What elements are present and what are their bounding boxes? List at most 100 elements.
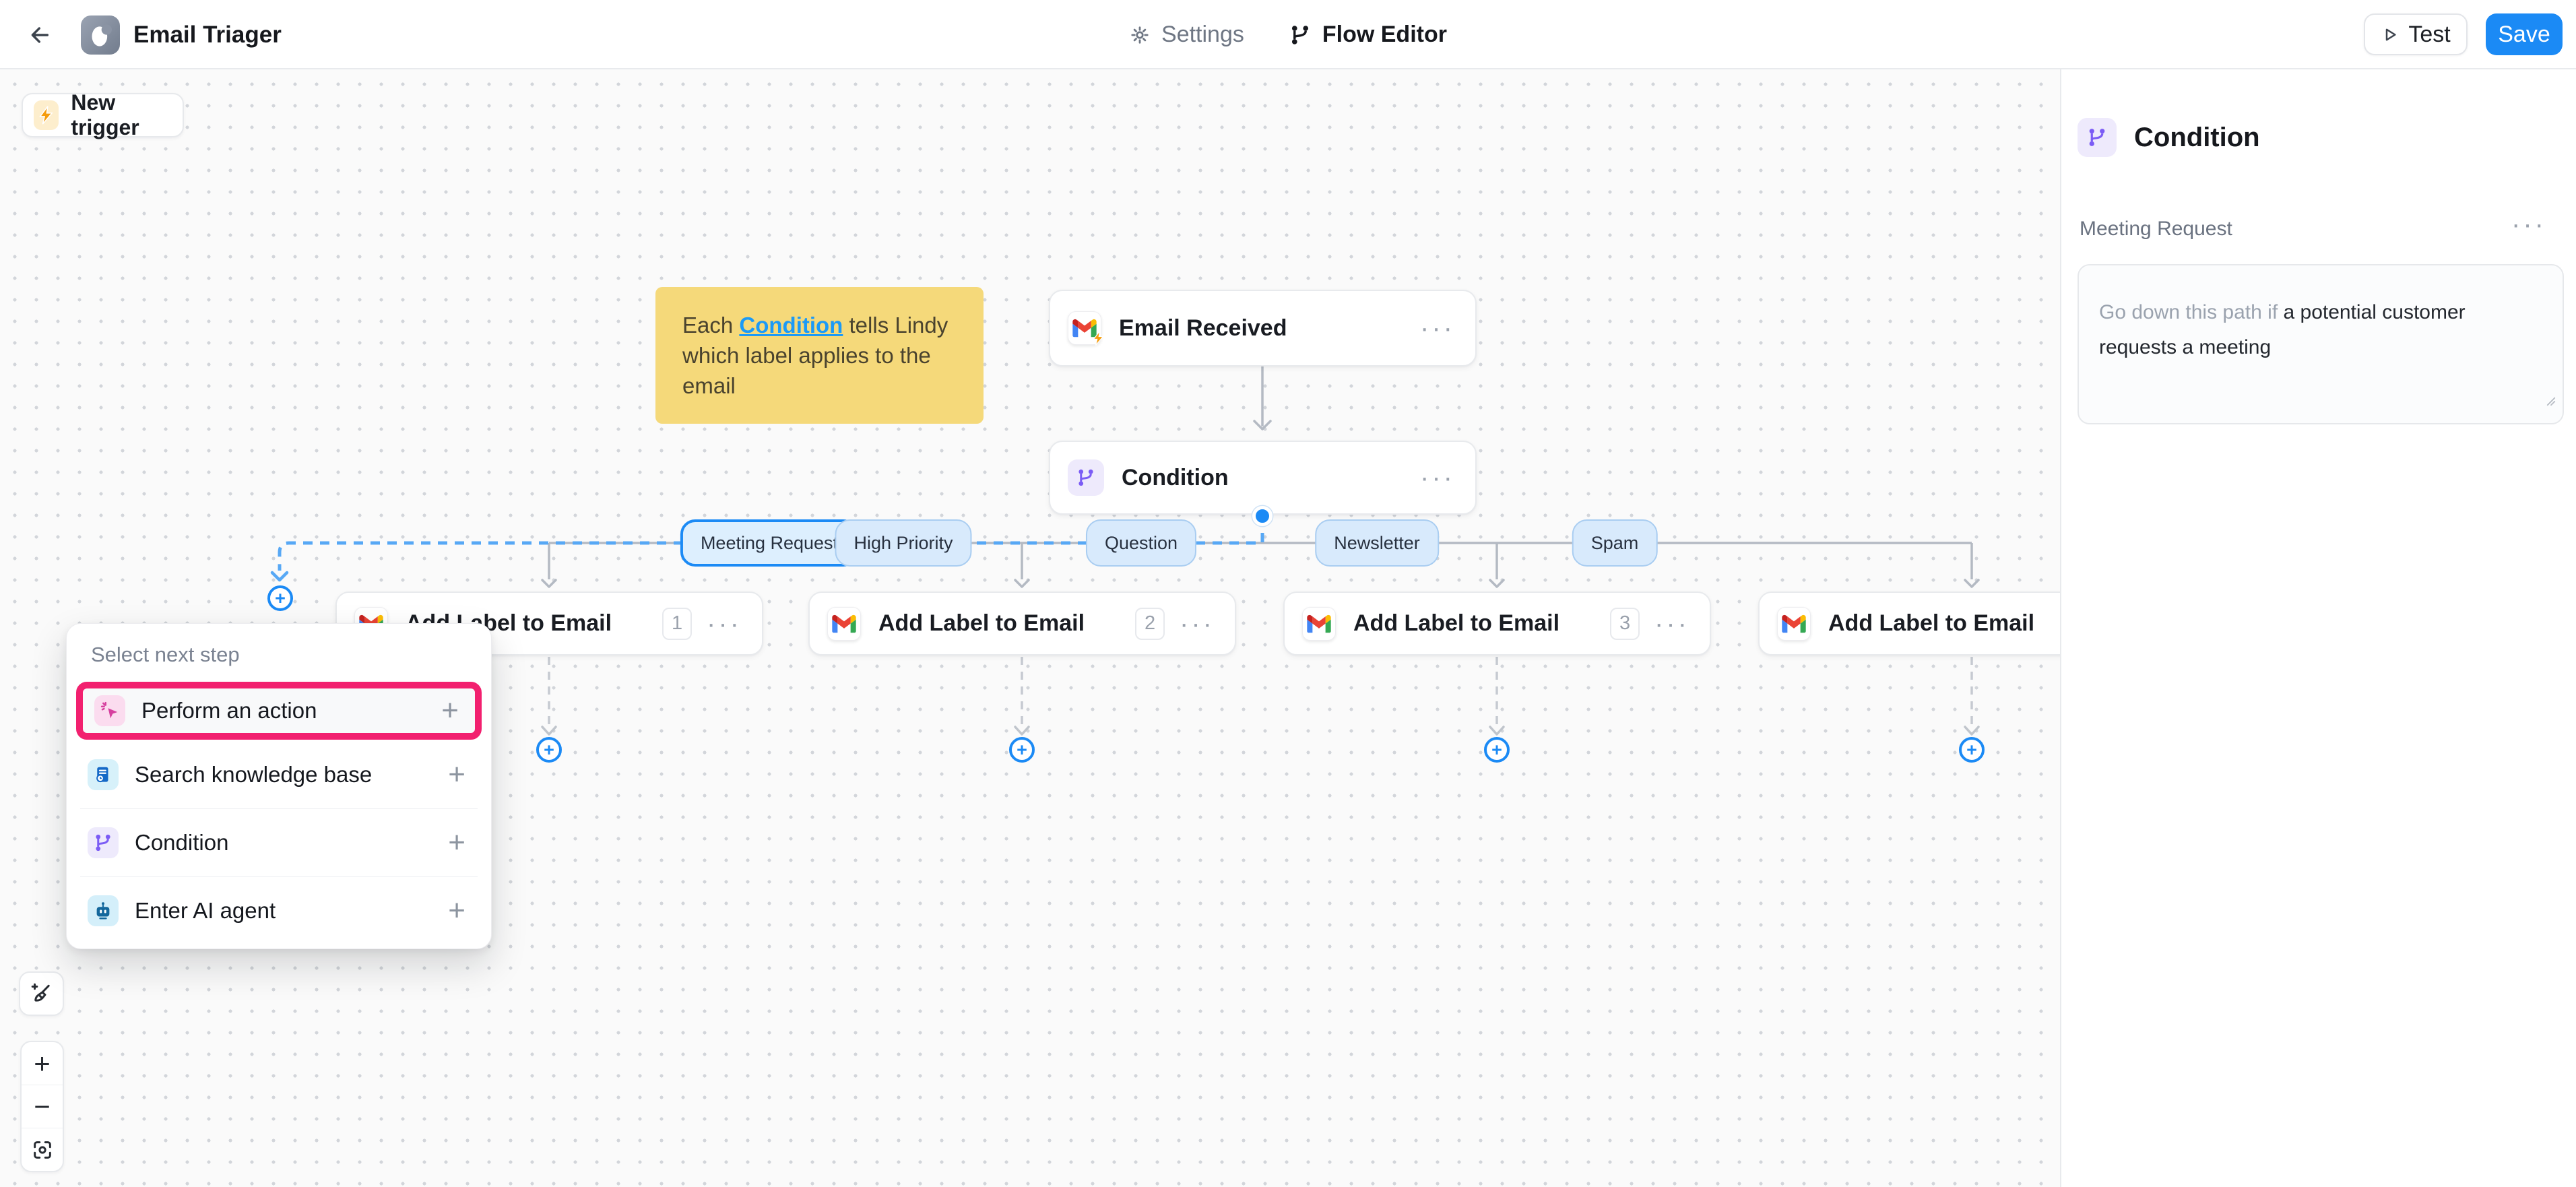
node-add-label-4[interactable]: Add Label to Email — [1758, 591, 2060, 655]
focus-icon — [31, 1138, 54, 1161]
robot-icon — [88, 895, 119, 926]
plus-icon: + — [441, 694, 459, 727]
tab-settings-label: Settings — [1161, 22, 1244, 47]
add-step-button-2[interactable]: + — [1009, 737, 1035, 763]
broom-icon — [30, 982, 54, 1006]
node-title: Add Label to Email — [1828, 610, 2035, 636]
page-title: Email Triager — [133, 21, 282, 48]
zoom-out-button[interactable]: − — [22, 1085, 63, 1128]
app-logo — [81, 15, 120, 55]
top-bar: Email Triager Settings Flow Editor Test … — [0, 0, 2576, 69]
inspector-panel: Condition Meeting Request ··· Go down th… — [2060, 69, 2576, 1187]
gmail-icon — [1302, 606, 1336, 641]
knowledge-base-icon — [88, 759, 119, 790]
menu-item-condition[interactable]: Condition + — [76, 809, 482, 876]
flow-canvas[interactable]: New trigger Each Condition tells Lindy w… — [0, 69, 2060, 1187]
prompt-prefix: Go down this path if — [2099, 301, 2284, 323]
test-button-label: Test — [2408, 21, 2451, 47]
branch-icon — [88, 827, 119, 858]
plus-icon: + — [448, 894, 465, 927]
plus-icon: + — [34, 1047, 51, 1079]
menu-item-label: Perform an action — [141, 698, 317, 723]
branch-icon — [1068, 459, 1104, 496]
trigger-bolt-badge-icon — [1091, 330, 1107, 350]
more-icon[interactable]: ··· — [1180, 608, 1215, 639]
more-icon[interactable]: ··· — [1420, 313, 1455, 343]
more-icon[interactable]: ··· — [1654, 608, 1689, 639]
resize-handle-icon[interactable] — [2546, 383, 2556, 418]
node-email-received[interactable]: Email Received ··· — [1049, 290, 1477, 366]
select-next-step-menu: Select next step Perform an action + Sea… — [66, 623, 492, 949]
plus-icon: + — [1491, 739, 1502, 760]
condition-name-label: Meeting Request — [2080, 218, 2232, 240]
zoom-in-button[interactable]: + — [22, 1042, 63, 1085]
step-number-badge: 2 — [1135, 607, 1165, 640]
menu-divider — [80, 808, 478, 809]
branch-pill-question[interactable]: Question — [1085, 519, 1197, 567]
step-number-badge: 1 — [662, 607, 693, 640]
new-trigger-label: New trigger — [71, 90, 139, 139]
test-button[interactable]: Test — [2364, 13, 2468, 55]
node-title: Condition — [1122, 464, 1229, 490]
node-add-label-2[interactable]: Add Label to Email 2 ··· — [808, 591, 1236, 655]
node-title: Add Label to Email — [1353, 610, 1560, 636]
minus-icon: − — [34, 1090, 51, 1122]
plus-icon: + — [1017, 739, 1027, 760]
step-number-badge: 3 — [1610, 607, 1640, 640]
save-button[interactable]: Save — [2486, 13, 2563, 55]
inspector-header: Condition — [2078, 118, 2260, 157]
note-text-before: Each — [682, 313, 740, 338]
branch-pill-newsletter[interactable]: Newsletter — [1315, 519, 1439, 567]
add-step-button-selected[interactable]: + — [267, 585, 293, 611]
more-icon[interactable]: ··· — [2511, 210, 2546, 239]
gmail-icon — [827, 606, 861, 641]
menu-title: Select next step — [91, 643, 240, 666]
tab-flow-editor-label: Flow Editor — [1322, 22, 1447, 47]
more-icon[interactable]: ··· — [707, 608, 742, 639]
wand-icon — [94, 695, 125, 726]
branch-pill-spam[interactable]: Spam — [1572, 519, 1658, 567]
prompt-value: a potential customer requests a meeting — [2099, 301, 2466, 358]
node-add-label-3[interactable]: Add Label to Email 3 ··· — [1283, 591, 1711, 655]
trigger-bolt-icon — [34, 100, 59, 130]
inspector-title: Condition — [2134, 122, 2260, 152]
gear-icon — [1129, 24, 1151, 46]
plus-icon: + — [1966, 739, 1977, 760]
menu-item-label: Condition — [135, 830, 229, 855]
menu-item-search-knowledge-base[interactable]: Search knowledge base + — [76, 741, 482, 808]
node-title: Email Received — [1119, 315, 1287, 341]
play-icon — [2381, 26, 2399, 44]
plus-icon: + — [448, 826, 465, 859]
note-condition-link[interactable]: Condition — [739, 313, 843, 338]
more-icon[interactable]: ··· — [1420, 463, 1455, 492]
branch-pill-high-priority[interactable]: High Priority — [835, 519, 972, 567]
node-title: Add Label to Email — [878, 610, 1085, 636]
tab-settings[interactable]: Settings — [1129, 22, 1244, 48]
menu-item-label: Search knowledge base — [135, 762, 373, 787]
tab-flow-editor[interactable]: Flow Editor — [1289, 22, 1447, 48]
add-step-button-3[interactable]: + — [1484, 737, 1510, 763]
condition-prompt-input[interactable]: Go down this path if a potential custome… — [2078, 264, 2564, 424]
note-text-after: tells Lindy which label applies to the e… — [682, 313, 948, 398]
header-nav: Settings Flow Editor — [0, 0, 2576, 69]
menu-item-enter-ai-agent[interactable]: Enter AI agent + — [76, 877, 482, 944]
menu-item-perform-action[interactable]: Perform an action + — [83, 688, 475, 733]
node-condition[interactable]: Condition ··· — [1049, 441, 1477, 515]
fit-view-button[interactable] — [22, 1128, 63, 1171]
branch-icon — [1289, 24, 1312, 46]
plus-icon: + — [448, 758, 465, 791]
new-trigger-button[interactable]: New trigger — [22, 90, 184, 139]
plus-icon: + — [544, 739, 554, 760]
add-step-button-1[interactable]: + — [536, 737, 562, 763]
condition-output-handle[interactable] — [1252, 506, 1273, 526]
gmail-icon — [1068, 311, 1101, 345]
zoom-controls: + − — [20, 1041, 64, 1172]
add-step-button-4[interactable]: + — [1959, 737, 1985, 763]
branch-pill-meeting-request[interactable]: Meeting Request — [680, 519, 859, 567]
auto-layout-button[interactable] — [19, 971, 64, 1016]
branch-icon — [2078, 118, 2117, 157]
tutorial-highlight-box: Perform an action + — [76, 682, 482, 740]
save-button-label: Save — [2498, 21, 2550, 47]
menu-item-label: Enter AI agent — [135, 898, 276, 923]
gmail-icon — [1777, 606, 1811, 641]
